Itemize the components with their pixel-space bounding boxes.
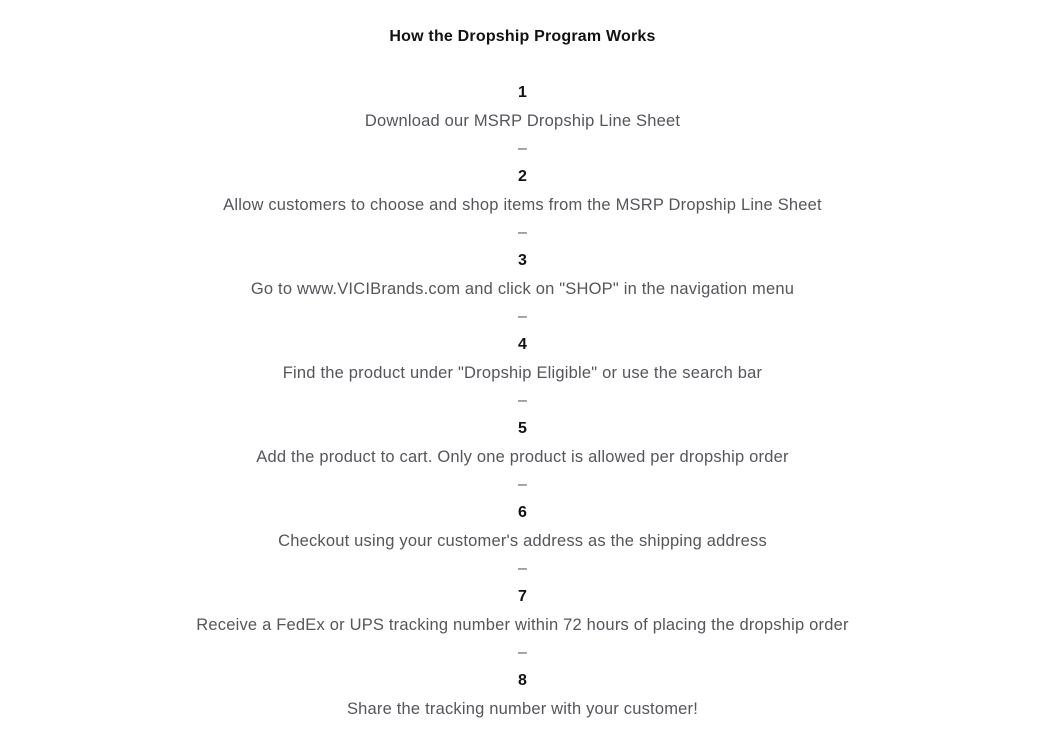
step-item-5: 5 Add the product to cart. Only one prod… [0,415,1045,499]
step-number: 6 [518,504,527,521]
step-number: 8 [518,672,527,689]
step-separator: – [518,560,527,577]
page-title: How the Dropship Program Works [389,28,656,45]
step-text: Go to www.VICIBrands.com and click on "S… [250,280,795,298]
step-number: 4 [518,336,527,353]
step-item-4: 4 Find the product under "Dropship Eligi… [0,331,1045,415]
step-number: 2 [518,168,527,185]
step-item-3: 3 Go to www.VICIBrands.com and click on … [0,247,1045,331]
step-item-7: 7 Receive a FedEx or UPS tracking number… [0,583,1045,667]
step-text: Find the product under "Dropship Eligibl… [282,364,763,382]
step-text: Checkout using your customer's address a… [278,532,767,550]
step-number: 3 [518,252,527,269]
step-separator: – [518,644,527,661]
step-item-2: 2 Allow customers to choose and shop ite… [0,163,1045,247]
step-separator: – [518,392,527,409]
step-item-8: 8 Share the tracking number with your cu… [0,667,1045,723]
step-separator: – [518,308,527,325]
step-item-1: 1 Download our MSRP Dropship Line Sheet … [0,79,1045,163]
step-text: Allow customers to choose and shop items… [223,196,822,214]
step-text: Add the product to cart. Only one produc… [256,448,789,466]
step-separator: – [518,224,527,241]
step-separator: – [518,140,527,157]
step-text: Share the tracking number with your cust… [346,700,699,718]
step-number: 5 [518,420,527,437]
step-text: Download our MSRP Dropship Line Sheet [364,112,681,130]
steps-list: 1 Download our MSRP Dropship Line Sheet … [0,79,1045,723]
step-item-6: 6 Checkout using your customer's address… [0,499,1045,583]
step-number: 7 [518,588,527,605]
step-text: Receive a FedEx or UPS tracking number w… [196,616,849,634]
step-number: 1 [518,84,527,101]
step-separator: – [518,476,527,493]
